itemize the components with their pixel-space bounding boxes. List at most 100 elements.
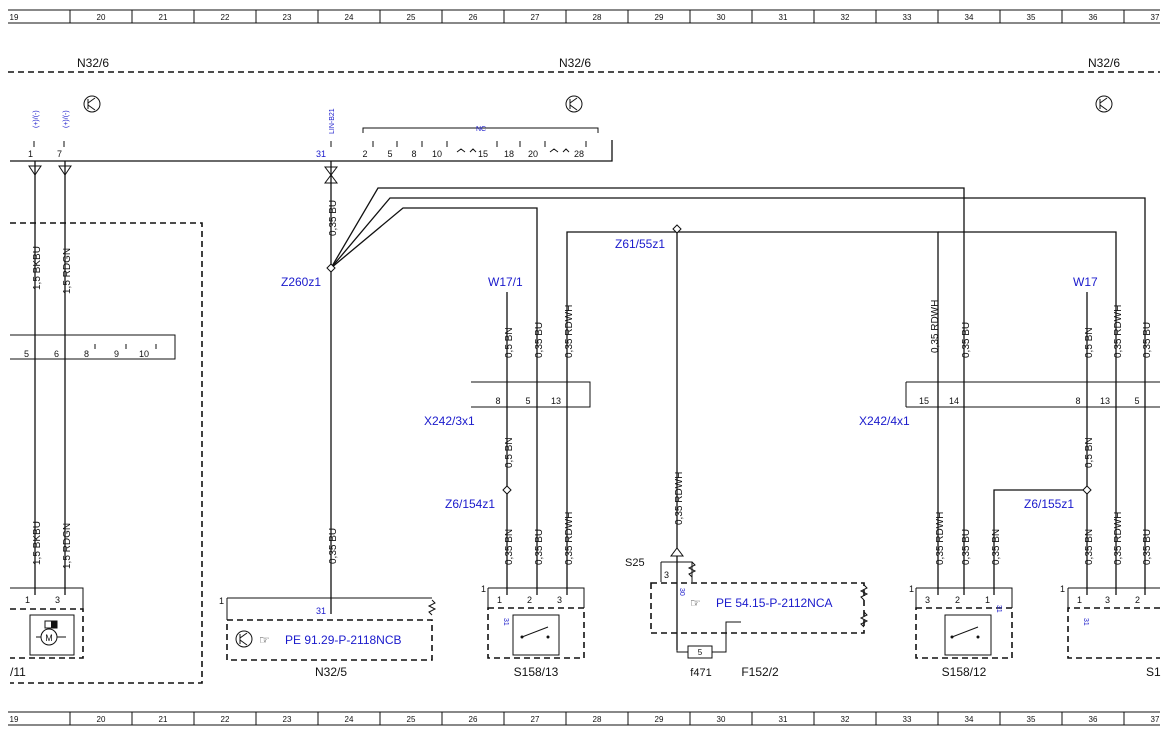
ruler-number: 23: [283, 715, 292, 724]
wire-label: 0,35 BU: [961, 529, 972, 565]
pin-label: 1: [909, 584, 914, 594]
pin-label: 1: [1060, 584, 1065, 594]
ruler-number: 19: [10, 715, 19, 724]
signal-label: (+)/(-): [63, 110, 70, 128]
ruler-number: 31: [779, 13, 788, 22]
pin-label: 30: [678, 588, 685, 596]
component-label: S158/13: [514, 665, 559, 679]
component-label: /11: [10, 665, 26, 679]
switch-group-right: W17 0,5 BN 0,35 RDWH 0,35 BU 0,5 BN Z6/1…: [938, 231, 1161, 679]
component-n32-5: 1 31 ☞ PE 91.29-P-2118NCB N32/5: [219, 596, 437, 679]
wire-label: 0,35 BU: [1142, 322, 1153, 358]
splice-label: Z6/154z1: [445, 497, 495, 511]
wire-label: 0,35 BN: [504, 529, 515, 565]
ruler-number: 31: [779, 715, 788, 724]
module-name-left: N32/6: [77, 56, 109, 70]
ruler-number: 37: [1151, 13, 1160, 22]
connector-pin: 5: [24, 349, 29, 359]
bottom-ruler: [8, 711, 1160, 726]
wire-label: 0,35 RDWH: [564, 512, 575, 565]
wire-label: 1,5 RDGN: [62, 248, 73, 294]
ground-label: W17/1: [488, 275, 523, 289]
pin-label: 7: [57, 149, 62, 159]
wire-label: 0,35 BU: [534, 322, 545, 358]
wire-label: 0,5 BN: [504, 327, 515, 358]
module-name-center: N32/6: [559, 56, 591, 70]
transistor-icon: [1095, 95, 1113, 113]
nc-pin: 18: [504, 149, 514, 159]
ruler-number: 29: [655, 715, 664, 724]
wire-label: 0,5 BN: [1084, 327, 1095, 358]
reference-link[interactable]: PE 91.29-P-2118NCB: [285, 633, 402, 647]
wire-label: 1,5 RDGN: [62, 523, 73, 569]
signal-label: LIN-B21: [329, 108, 336, 134]
ruler-number: 27: [531, 715, 540, 724]
wire-label: 0,5 BN: [1084, 437, 1095, 468]
ruler-number: 22: [221, 715, 230, 724]
nc-pin: 15: [478, 149, 488, 159]
wire-label: 0,5 BN: [504, 437, 515, 468]
ruler-number: 22: [221, 13, 230, 22]
wire-label: 0,35 RDWH: [1113, 512, 1124, 565]
pin-label: 3: [664, 570, 669, 580]
ruler-number: 21: [159, 13, 168, 22]
nc-pin: 2: [362, 149, 367, 159]
connector-pin: 13: [1100, 396, 1110, 406]
pin-label: 2: [955, 595, 960, 605]
nc-label: NC: [476, 126, 486, 133]
pin-label: 3: [1105, 595, 1110, 605]
wire-label: 0,35 BU: [961, 322, 972, 358]
ruler-number: 33: [903, 715, 912, 724]
pin-label: 31: [1082, 618, 1089, 626]
ground-label: W17: [1073, 275, 1098, 289]
pin-label: 2: [1135, 595, 1140, 605]
wire-label: 0,35 RDWH: [930, 300, 941, 353]
fuse-icon: [687, 645, 713, 659]
pin-label: 31: [316, 149, 326, 159]
ruler-number: 34: [965, 715, 974, 724]
wire-label: 0,35 RDWH: [564, 305, 575, 358]
ruler-number: 33: [903, 13, 912, 22]
ruler-number: 21: [159, 715, 168, 724]
switch-icon: [944, 614, 992, 656]
ruler-number: 32: [841, 13, 850, 22]
switch-icon: [512, 614, 560, 656]
ruler-number: 30: [717, 715, 726, 724]
transistor-icon: [235, 630, 253, 648]
pin-label: 1: [219, 596, 224, 606]
ruler-number: 28: [593, 715, 602, 724]
connector-pin: 5: [525, 396, 530, 406]
pin-label: 3: [557, 595, 562, 605]
connector-label: X242/4x1: [859, 414, 910, 428]
ruler-number: 19: [10, 13, 19, 22]
pin-label: 31: [316, 606, 326, 616]
ruler-number: 37: [1151, 715, 1160, 724]
motor-pin: 3: [55, 595, 60, 605]
pin-label: 1: [28, 149, 33, 159]
reference-link[interactable]: PE 54.15-P-2112NCA: [716, 596, 833, 610]
ruler-number: 26: [469, 13, 478, 22]
pin-label: 1: [497, 595, 502, 605]
ruler-number: 24: [345, 715, 354, 724]
wire-label: 0,35 RDWH: [1113, 305, 1124, 358]
wire-label: 0,35 BU: [328, 200, 339, 236]
ruler-number: 35: [1027, 13, 1036, 22]
ruler-number: 27: [531, 13, 540, 22]
wire-label: 1,5 BKBU: [32, 246, 43, 290]
connector-label: X242/3x1: [424, 414, 475, 428]
connector-pin: 8: [84, 349, 89, 359]
wire-label: 0,35 BU: [328, 528, 339, 564]
component-label: f471: [690, 667, 711, 679]
wire-label: 0,35 BU: [534, 529, 545, 565]
module-name-right: N32/6: [1088, 56, 1120, 70]
module-n32-6: N32/6 N32/6 N32/6 (+)/(-) (+)/(-) LIN-B2…: [8, 56, 1160, 162]
pin-label: 31: [995, 605, 1002, 613]
fuse-number: 5: [698, 648, 703, 657]
component-label: S25: [625, 557, 645, 569]
ruler-number: 26: [469, 715, 478, 724]
ruler-number: 34: [965, 13, 974, 22]
nc-pin: 28: [574, 149, 584, 159]
center-circuit: Z61/55z1 0,35 RDWH S25 3 30 ☞ PE 54.15-P…: [615, 224, 869, 679]
